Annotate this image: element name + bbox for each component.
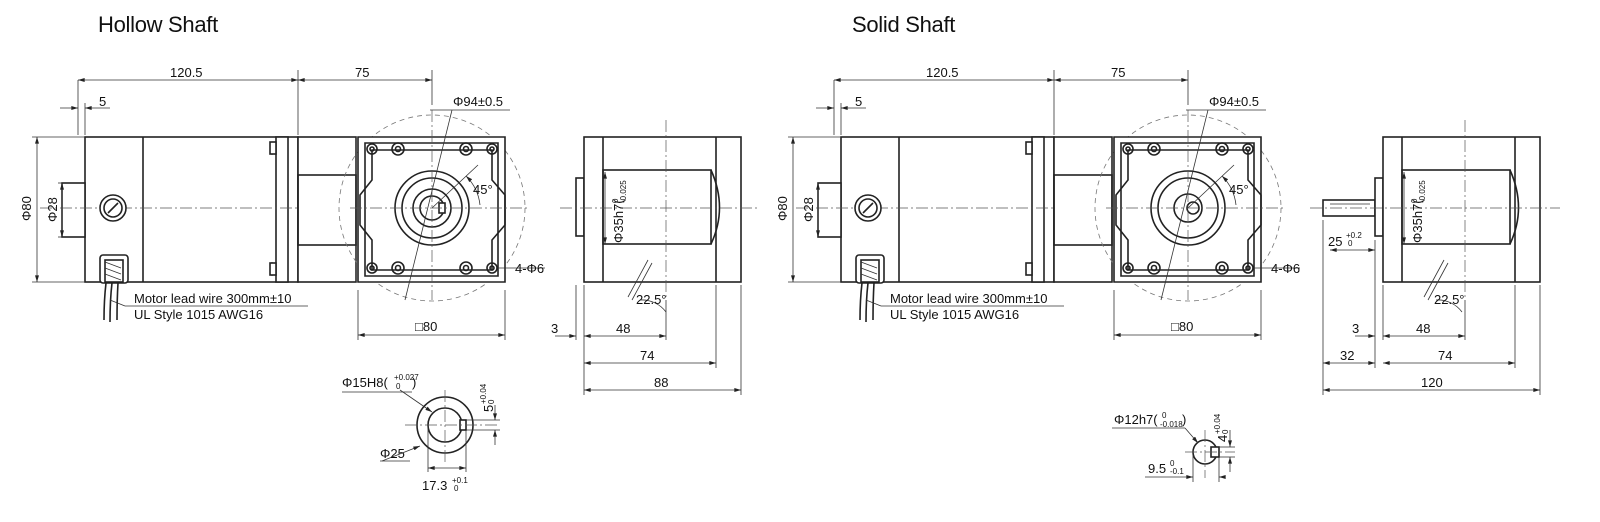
hollow-gearbox-side [560, 120, 760, 313]
hollow-side-bore-label: Φ35h7( [611, 199, 626, 243]
solid-side-angle-label: 22.5° [1434, 292, 1465, 307]
solid-gearhead-side [1053, 136, 1113, 283]
hollow-square-label: □80 [415, 319, 437, 334]
solid-lead-wire-line1: Motor lead wire 300mm±10 [890, 291, 1047, 306]
hollow-gearhead-side [297, 136, 357, 283]
svg-text:5: 5 [481, 405, 496, 412]
hollow-pilot-dia-label: Φ28 [45, 197, 60, 222]
hollow-gear-length-label: 75 [355, 65, 369, 80]
hollow-shaft-drawing: 120.5 75 5 Φ94±0.5 Φ80 Φ28 45° 4-Φ6 □80 … [19, 65, 760, 493]
solid-gearbox-side [1310, 120, 1560, 313]
solid-flange-screws [1122, 142, 1254, 275]
hollow-angle-label: 45° [473, 182, 493, 197]
solid-motor-length-label: 120.5 [926, 65, 959, 80]
hollow-dimension-labels: 120.5 75 5 Φ94±0.5 Φ80 Φ28 45° 4-Φ6 □80 … [19, 65, 668, 493]
solid-detail-shaft-label: Φ12h7( 0 -0.018 ) [1114, 411, 1186, 429]
hollow-flange-screws [366, 142, 498, 275]
solid-side-dim-32: 32 [1340, 348, 1354, 363]
svg-text:0: 0 [396, 382, 401, 391]
svg-text:0: 0 [454, 484, 459, 493]
solid-detail-key-label: 4 +0.04 0 [1213, 413, 1230, 442]
svg-text:0: 0 [487, 399, 496, 404]
solid-detail-flat-label: 9.5 0 -0.1 [1148, 459, 1184, 476]
solid-key-length-label: 25 +0.2 0 [1328, 231, 1362, 249]
solid-side-bore-tol: -0.025 [1418, 180, 1427, 203]
hollow-motor-length-label: 120.5 [170, 65, 203, 80]
hollow-body-dia-label: Φ80 [19, 196, 34, 221]
solid-side-dim-74: 74 [1438, 348, 1452, 363]
hollow-detail-bore-label: Φ15H8( +0.027 0 ) [342, 373, 419, 391]
solid-angle-label: 45° [1229, 182, 1249, 197]
hollow-holes-label: 4-Φ6 [515, 261, 544, 276]
solid-square-label: □80 [1171, 319, 1193, 334]
solid-side-dim-3: 3 [1352, 321, 1359, 336]
solid-dimension-labels: 120.5 75 5 Φ94±0.5 Φ80 Φ28 45° 4-Φ6 □80 … [775, 65, 1465, 476]
solid-shaft-drawing: 120.5 75 5 Φ94±0.5 Φ80 Φ28 45° 4-Φ6 □80 … [775, 65, 1560, 482]
svg-text:0: 0 [1170, 459, 1175, 468]
solid-dimensions [788, 70, 1541, 395]
svg-text:0: 0 [1221, 429, 1230, 434]
solid-flange-front [1094, 109, 1286, 302]
solid-shaft-title: Solid Shaft [852, 12, 956, 37]
svg-text:0: 0 [1348, 239, 1353, 248]
svg-text:-0.018: -0.018 [1160, 420, 1183, 429]
solid-lead-wire-icon [855, 254, 885, 323]
solid-pcd-label: Φ94±0.5 [1209, 94, 1259, 109]
svg-text:0: 0 [1162, 411, 1167, 420]
solid-side-dim-48: 48 [1416, 321, 1430, 336]
hollow-lead-wire-line1: Motor lead wire 300mm±10 [134, 291, 291, 306]
hollow-side-dim-48: 48 [616, 321, 630, 336]
hollow-side-dim-3: 3 [551, 321, 558, 336]
hollow-detail-key-label: 5 +0.04 0 [479, 383, 496, 412]
svg-text:Φ12h7(: Φ12h7( [1114, 412, 1158, 427]
solid-shaft-detail [1112, 427, 1235, 482]
hollow-side-bore-tol: -0.025 [619, 180, 628, 203]
hollow-side-dim-74: 74 [640, 348, 654, 363]
solid-side-dim-total: 120 [1421, 375, 1443, 390]
hollow-lead-wire-icon [99, 254, 129, 323]
svg-text:+0.04: +0.04 [479, 383, 488, 404]
svg-text:9.5: 9.5 [1148, 461, 1166, 476]
hollow-side-angle-label: 22.5° [636, 292, 667, 307]
svg-text:): ) [1182, 412, 1186, 427]
svg-text:17.3: 17.3 [422, 478, 447, 493]
svg-text:25: 25 [1328, 234, 1342, 249]
hollow-pcd-label: Φ94±0.5 [453, 94, 503, 109]
svg-text:Φ15H8(: Φ15H8( [342, 375, 388, 390]
solid-terminal-cap-icon [854, 194, 882, 222]
hollow-lead-wire-line2: UL Style 1015 AWG16 [134, 307, 263, 322]
hollow-detail-depth-label: 17.3 +0.1 0 [422, 476, 468, 493]
svg-text:+0.2: +0.2 [1346, 231, 1362, 240]
solid-body-dia-label: Φ80 [775, 196, 790, 221]
hollow-flange-front [338, 109, 530, 302]
svg-text:+0.1: +0.1 [452, 476, 468, 485]
hollow-detail-od-label: Φ25 [380, 446, 405, 461]
hollow-shaft-title: Hollow Shaft [98, 12, 218, 37]
solid-side-bore-tol-top: 0 [1410, 198, 1419, 203]
solid-pilot-dia-label: Φ28 [801, 197, 816, 222]
solid-holes-label: 4-Φ6 [1271, 261, 1300, 276]
solid-gear-length-label: 75 [1111, 65, 1125, 80]
svg-text:4: 4 [1215, 435, 1230, 442]
hollow-flange-offset-label: 5 [99, 94, 106, 109]
hollow-side-dim-total: 88 [654, 375, 668, 390]
hollow-side-bore-tol-top: 0 [611, 198, 620, 203]
solid-side-bore-label: Φ35h7( [1410, 199, 1425, 243]
solid-lead-wire-line2: UL Style 1015 AWG16 [890, 307, 1019, 322]
hollow-bore-detail [342, 389, 500, 472]
svg-text:): ) [412, 375, 416, 390]
svg-text:+0.027: +0.027 [394, 373, 419, 382]
hollow-dimensions [32, 70, 742, 395]
svg-text:-0.1: -0.1 [1170, 467, 1184, 476]
solid-flange-offset-label: 5 [855, 94, 862, 109]
svg-text:+0.04: +0.04 [1213, 413, 1222, 434]
hollow-terminal-cap-icon [99, 194, 127, 222]
